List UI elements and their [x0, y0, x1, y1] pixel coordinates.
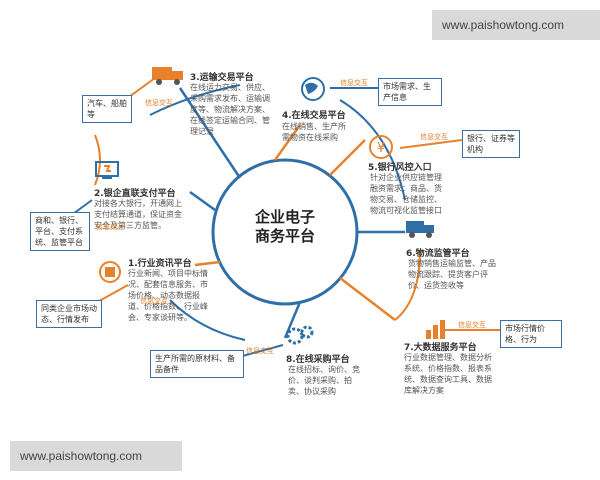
box-vehicles: 汽车、船舶等 — [82, 95, 132, 123]
node-4-title: 4.在线交易平台 — [282, 111, 346, 121]
tag-info-exchange: 信息交互 — [340, 79, 368, 87]
node-5-desc: 针对企业供应链管理融资需求：商品、货物交易、仓储监控、物流可视化监管接口 — [370, 173, 442, 215]
node-1-title: 1.行业资讯平台 — [128, 259, 192, 269]
node-5-title: 5.银行风控入口 — [368, 163, 432, 173]
tag-info-exchange: 信息交互 — [140, 297, 168, 305]
center-label: 企业电子 商务平台 — [240, 208, 330, 246]
watermark-bottom: www.paishowtong.com — [10, 441, 182, 471]
node-7-title: 7.大数据服务平台 — [404, 343, 477, 353]
node-3-desc: 在线运力交易、供应、采购需求发布、运输调度等、物流解决方案、在线签定运输合同、管… — [190, 83, 270, 136]
node-1-desc: 行业新闻、项目中标情况、配套信息服务、市场价格、动态数据报道、价格指数、行业峰会… — [128, 269, 208, 322]
node-4-desc: 在线销售、生产所需物资在线采购 — [282, 122, 346, 142]
box-market-demand: 市场需求、生产信息 — [378, 78, 442, 106]
node-8-title: 8.在线采购平台 — [286, 355, 350, 365]
center-line-2: 商务平台 — [254, 227, 315, 245]
bar-chart-icon — [426, 320, 445, 339]
tag-info-exchange: 信息交互 — [145, 99, 173, 107]
box-market-price: 市场行情价格、行为 — [500, 320, 562, 348]
node-7-desc: 行业数据管理、数据分析系统、价格指数、报表系统、数据查询工具、数据库解决方案 — [404, 353, 492, 395]
box-bank-securities: 银行、证券等机构 — [462, 130, 520, 158]
tag-info-exchange: 信息交互 — [96, 223, 124, 231]
gears-icon — [286, 325, 314, 345]
box-banks-payment: 商和、银行、平台、支付系统、监管平台 — [30, 212, 90, 251]
tag-info-exchange: 信息交互 — [458, 321, 486, 329]
center-line-1: 企业电子 — [254, 208, 315, 226]
node-2-desc: 对接各大银行，开通网上支付结算通道，保证资金安全及第三方监管。 — [94, 199, 182, 230]
news-icon — [99, 261, 121, 283]
watermark-top: www.paishowtong.com — [432, 10, 600, 40]
box-materials: 生产所需的原材料、备品备件 — [150, 350, 244, 378]
yen-icon: ¥ — [369, 135, 393, 159]
svg-text:¥: ¥ — [377, 141, 385, 156]
delivery-truck-icon — [406, 221, 434, 238]
payment-icon — [95, 161, 119, 179]
node-6-desc: 货物销售运输监管、产品物流跟踪、提货客户评价、运货签收等 — [408, 259, 496, 290]
tag-info-exchange: 信息交互 — [246, 347, 274, 355]
tag-info-exchange: 信息交互 — [420, 133, 448, 141]
node-8-desc: 在线招标、询价、竞价、谈判采购、拍卖、协议采购 — [288, 365, 360, 396]
truck-icon — [152, 67, 183, 85]
node-6-title: 6.物流监管平台 — [406, 249, 470, 259]
box-peer-market: 同类企业市场动态、行情发布 — [36, 300, 102, 328]
node-2-title: 2.银企直联支付平台 — [94, 189, 176, 199]
node-3-title: 3.运输交易平台 — [190, 73, 254, 83]
globe-icon — [301, 77, 325, 101]
